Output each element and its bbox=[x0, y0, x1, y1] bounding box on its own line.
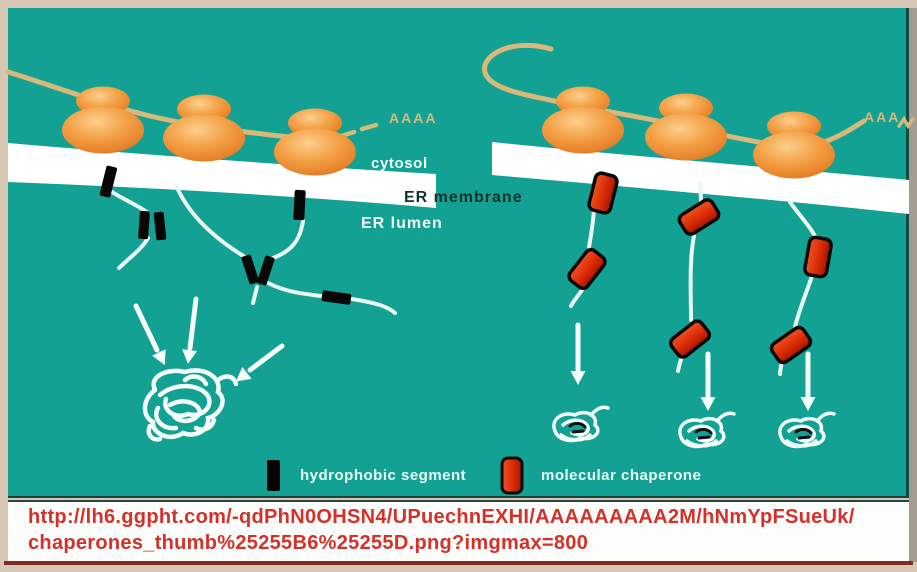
polypeptide-chains-left bbox=[107, 183, 397, 315]
hydrophobic-segment-legend-icon bbox=[267, 460, 280, 491]
aggregated-protein bbox=[142, 368, 239, 442]
molecular-chaperone-legend-icon bbox=[500, 456, 524, 495]
label-er-lumen: ER lumen bbox=[361, 215, 443, 232]
legend-label-molecular-chaperone: molecular chaperone bbox=[541, 467, 702, 484]
aggregation-arrows bbox=[133, 296, 285, 373]
ribosome-icon bbox=[274, 108, 356, 176]
arrowhead-icon bbox=[700, 397, 716, 411]
ribosome-icon bbox=[645, 93, 727, 161]
label-cytosol: cytosol bbox=[371, 155, 428, 172]
er-membrane-right bbox=[492, 142, 909, 214]
arrowhead-icon bbox=[800, 397, 816, 411]
hydrophobic-segments bbox=[99, 165, 352, 305]
folded-protein bbox=[678, 411, 736, 449]
bottom-border bbox=[4, 561, 913, 565]
label-poly-a-tail-right: AAA bbox=[864, 109, 901, 125]
arrowhead-icon bbox=[570, 371, 586, 385]
arrowhead-icon bbox=[180, 349, 198, 365]
folded-protein bbox=[778, 411, 836, 449]
caption-bar bbox=[8, 500, 909, 561]
source-url-line1: http://lh6.ggpht.com/-qdPhN0OHSN4/UPuech… bbox=[28, 506, 855, 528]
folded-protein bbox=[552, 405, 610, 443]
molecular-chaperone-icon bbox=[564, 245, 610, 293]
ribosome-icon bbox=[753, 111, 835, 179]
legend-label-hydrophobic-segment: hydrophobic segment bbox=[300, 467, 467, 484]
molecular-chaperone-icon bbox=[675, 195, 723, 239]
molecular-chaperone-icon bbox=[802, 234, 834, 280]
folding-arrows bbox=[575, 322, 811, 399]
ribosome-icon bbox=[62, 86, 144, 154]
er-membrane-left bbox=[8, 143, 436, 208]
arrowhead-icon bbox=[152, 349, 172, 369]
ribosome-icon bbox=[542, 86, 624, 154]
molecular-chaperone-icon bbox=[666, 316, 714, 362]
source-url-line2: chaperones_thumb%25255B6%25255D.png?imgm… bbox=[28, 532, 589, 554]
frame-right-edge bbox=[909, 8, 917, 562]
label-er-membrane: ER membrane bbox=[404, 189, 523, 206]
label-poly-a-tail-left: AAAA bbox=[389, 110, 438, 126]
ribosome-icon bbox=[163, 94, 245, 162]
